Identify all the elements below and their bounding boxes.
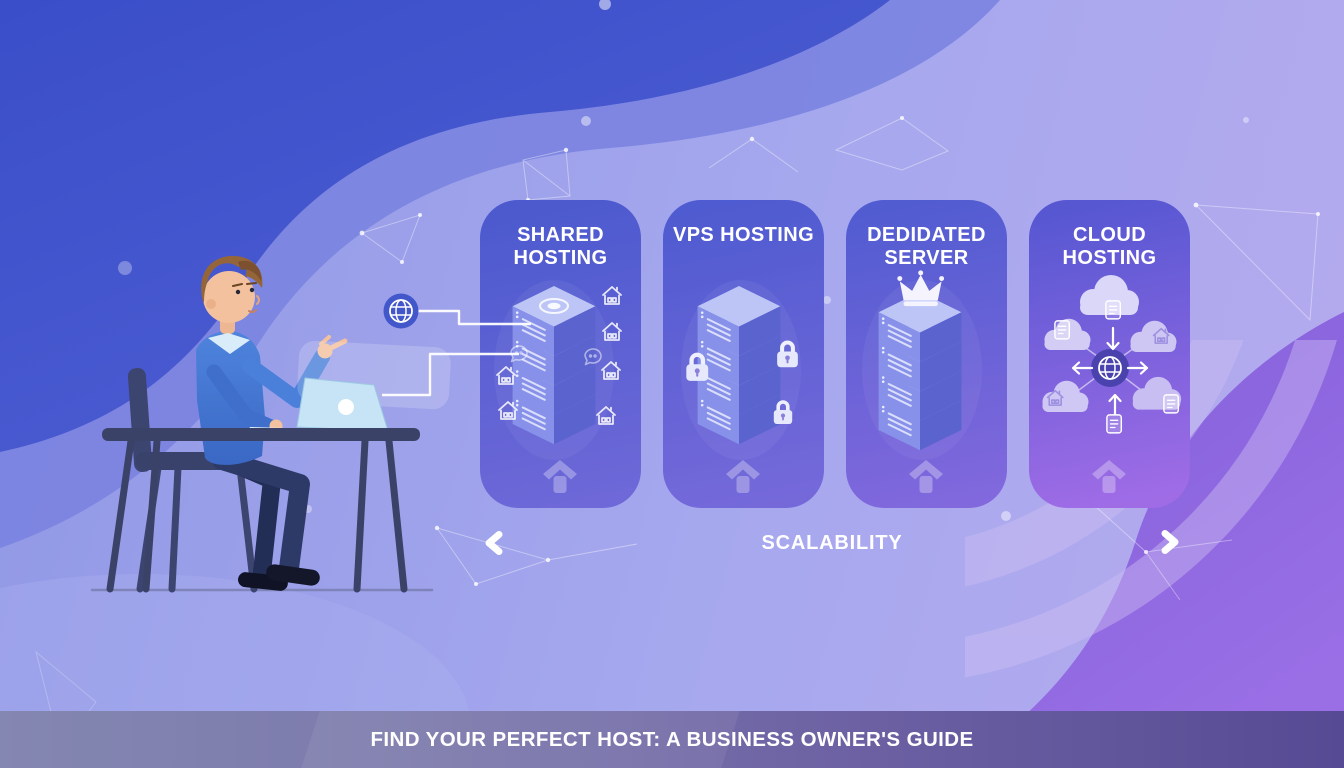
card-title: SHARED HOSTING — [513, 224, 608, 270]
up-arrow-icon — [909, 460, 943, 493]
card-title: CLOUD HOSTING — [1062, 224, 1157, 270]
wave-dark-blue — [0, 0, 890, 452]
card-title: DEDIDATED SERVER — [867, 224, 986, 270]
document-icon — [1106, 414, 1123, 434]
card-dedicated-server: DEDIDATED SERVER — [846, 200, 1007, 508]
glow-ring — [539, 298, 569, 314]
up-arrow-icon — [1092, 460, 1126, 493]
document-icon — [1105, 300, 1122, 320]
title-banner: FIND YOUR PERFECT HOST: A BUSINESS OWNER… — [0, 711, 1344, 768]
server-stack-locks-art — [681, 280, 801, 493]
scalability-label: SCALABILITY — [761, 532, 903, 554]
card-shared-hosting: SHARED HOSTING — [480, 200, 641, 508]
up-arrow-icon — [543, 460, 577, 493]
server-stack-icon — [879, 292, 962, 450]
house-icon — [602, 286, 622, 305]
cloud-network-art — [1042, 275, 1182, 493]
server-stack-icon — [698, 286, 781, 444]
server-stack-icon — [513, 286, 596, 444]
document-icon — [1054, 320, 1071, 340]
card-title: VPS HOSTING — [672, 224, 815, 246]
globe-icon — [1091, 349, 1129, 387]
document-icon — [1163, 394, 1180, 414]
spoke-lines — [1078, 345, 1142, 391]
up-arrow-icon — [726, 460, 760, 493]
cloud-icon — [1130, 320, 1177, 352]
banner-title: FIND YOUR PERFECT HOST: A BUSINESS OWNER… — [370, 727, 974, 751]
card-cloud-hosting: CLOUD HOSTING — [1029, 200, 1190, 508]
server-stack-crown-art — [862, 270, 982, 493]
direction-arrows — [1071, 326, 1149, 416]
card-vps-hosting: VPS HOSTING — [663, 200, 824, 508]
